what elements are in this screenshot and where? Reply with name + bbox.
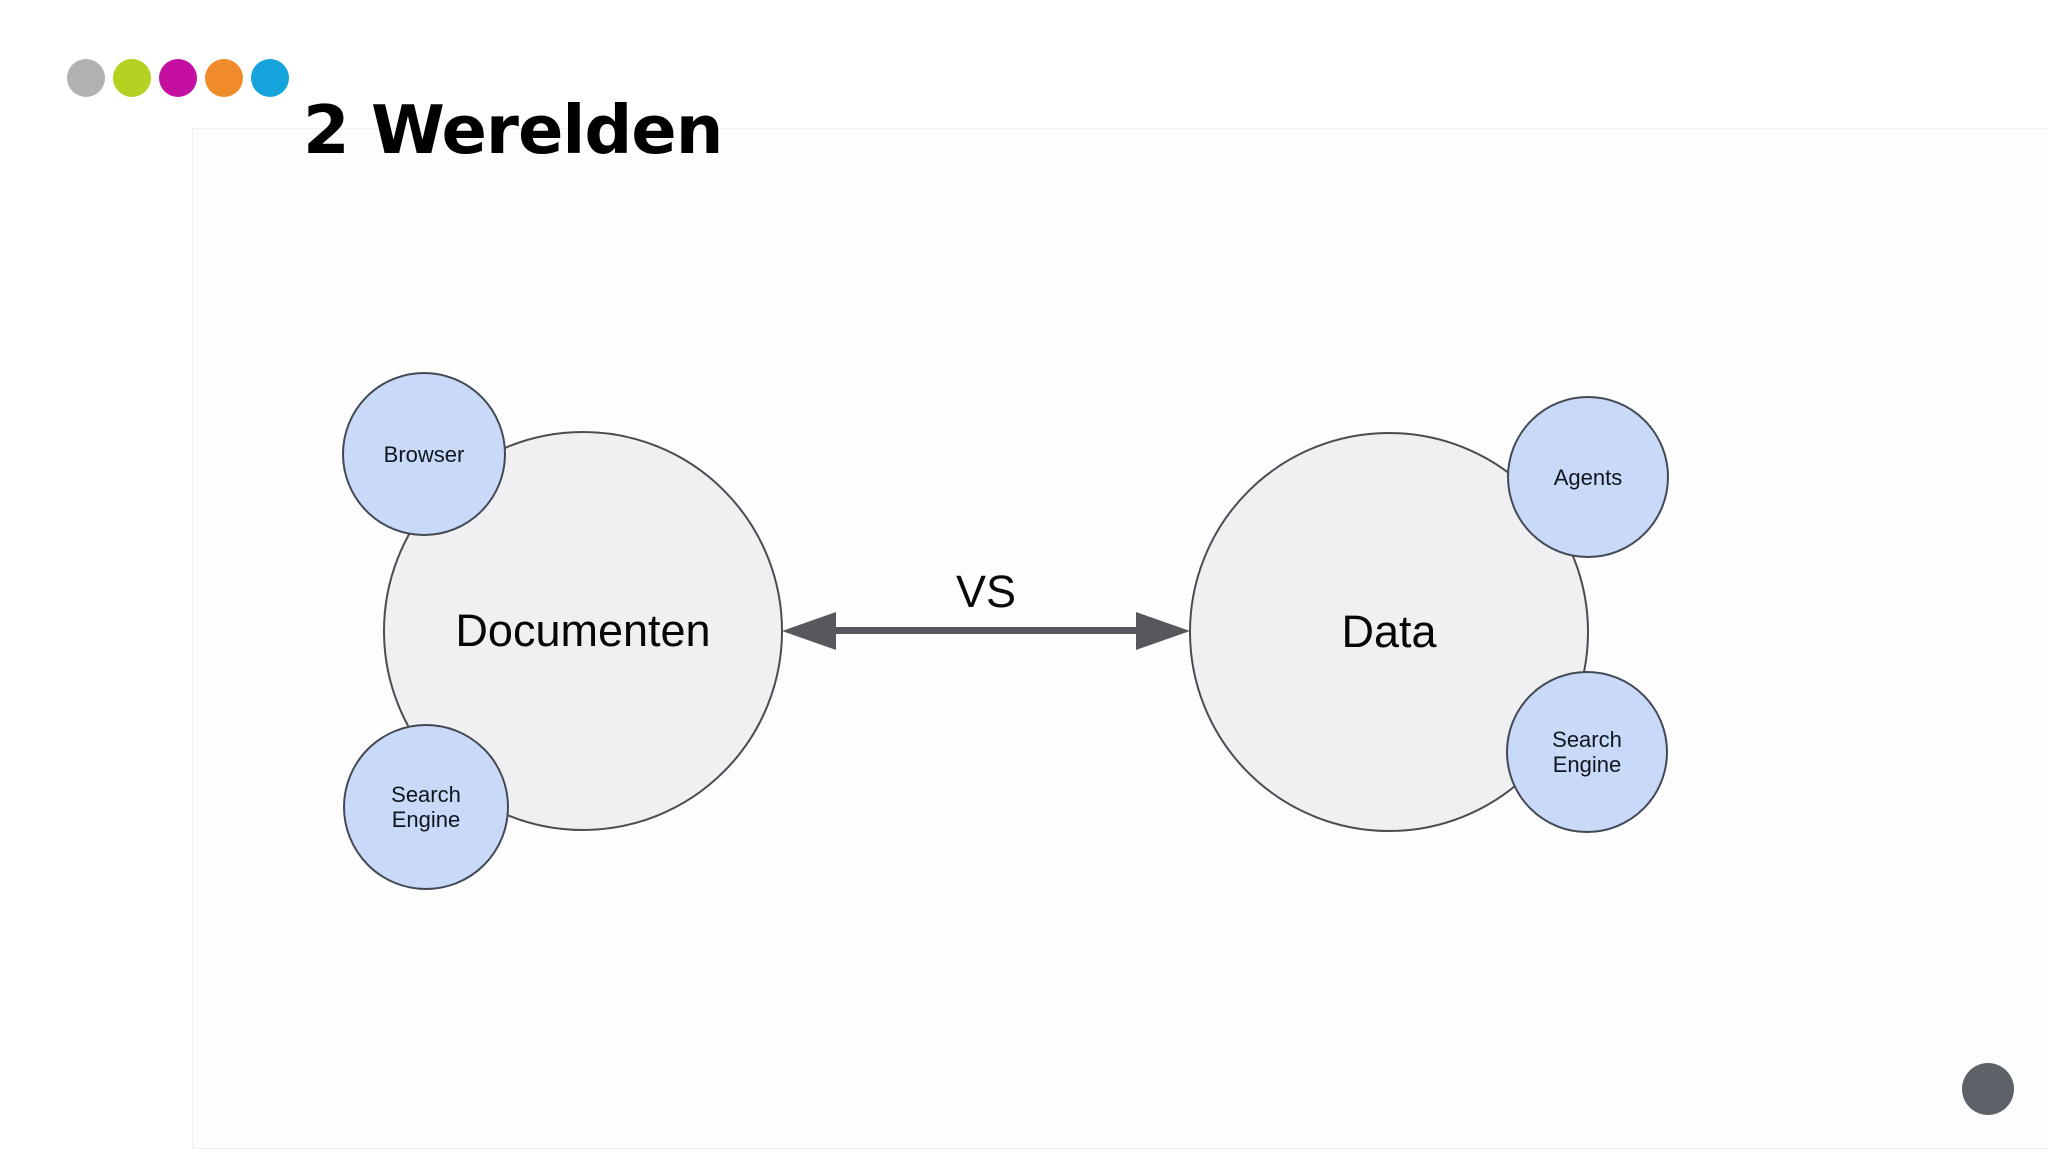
logo-lime-dot-icon: [113, 59, 151, 97]
documenten-label: Documenten: [455, 605, 711, 656]
browser-circle[interactable]: Browser: [342, 372, 506, 536]
logo-magenta-dot-icon: [159, 59, 197, 97]
logo-blue-dot-icon: [251, 59, 289, 97]
logo: [67, 59, 289, 97]
vs-arrow-shaft: [836, 627, 1136, 634]
slide-title: 2 Werelden: [303, 90, 723, 169]
arrow-right-head-icon: [1136, 612, 1190, 650]
search-engine-left-label: Search Engine: [391, 782, 461, 832]
logo-orange-dot-icon: [205, 59, 243, 97]
search-engine-left-circle[interactable]: Search Engine: [343, 724, 509, 890]
agents-circle[interactable]: Agents: [1507, 396, 1669, 558]
search-engine-right-label: Search Engine: [1552, 727, 1622, 777]
agents-label: Agents: [1553, 464, 1623, 490]
logo-gray-dot-icon: [67, 59, 105, 97]
data-label: Data: [1341, 606, 1437, 657]
browser-label: Browser: [383, 441, 465, 467]
arrow-left-head-icon: [782, 612, 836, 650]
corner-gray-dot-icon: [1962, 1063, 2014, 1115]
vs-label: VS: [955, 566, 1017, 617]
search-engine-right-circle[interactable]: Search Engine: [1506, 671, 1668, 833]
